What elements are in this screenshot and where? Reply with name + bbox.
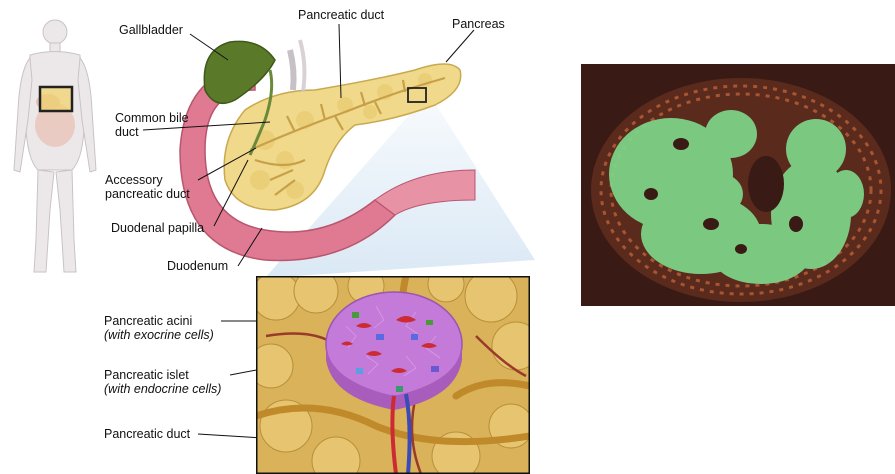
- label-pancreatic-duct: Pancreatic duct: [298, 8, 384, 22]
- label-inset-pancreatic-duct: Pancreatic duct: [104, 427, 190, 441]
- islet-micrograph: [581, 64, 895, 306]
- label-accessory-duct: Accessory pancreatic duct: [105, 173, 190, 201]
- label-duodenal-papilla: Duodenal papilla: [111, 221, 204, 235]
- label-common-bile-duct-line1: Common bile: [115, 111, 189, 125]
- label-islet-note: (with endocrine cells): [104, 382, 221, 396]
- label-pancreatic-islet: Pancreatic islet (with endocrine cells): [104, 368, 221, 396]
- label-acini-note: (with exocrine cells): [104, 328, 214, 342]
- label-pancreatic-acini: Pancreatic acini (with exocrine cells): [104, 314, 214, 342]
- label-duodenum: Duodenum: [167, 259, 228, 273]
- label-gallbladder: Gallbladder: [119, 23, 183, 37]
- label-common-bile-duct-line2: duct: [115, 125, 189, 139]
- label-common-bile-duct: Common bile duct: [115, 111, 189, 139]
- label-accessory-duct-line1: Accessory: [105, 173, 190, 187]
- islet-inset: [256, 276, 530, 474]
- label-pancreas: Pancreas: [452, 17, 505, 31]
- label-islet-title: Pancreatic islet: [104, 368, 221, 382]
- label-accessory-duct-line2: pancreatic duct: [105, 187, 190, 201]
- label-acini-title: Pancreatic acini: [104, 314, 214, 328]
